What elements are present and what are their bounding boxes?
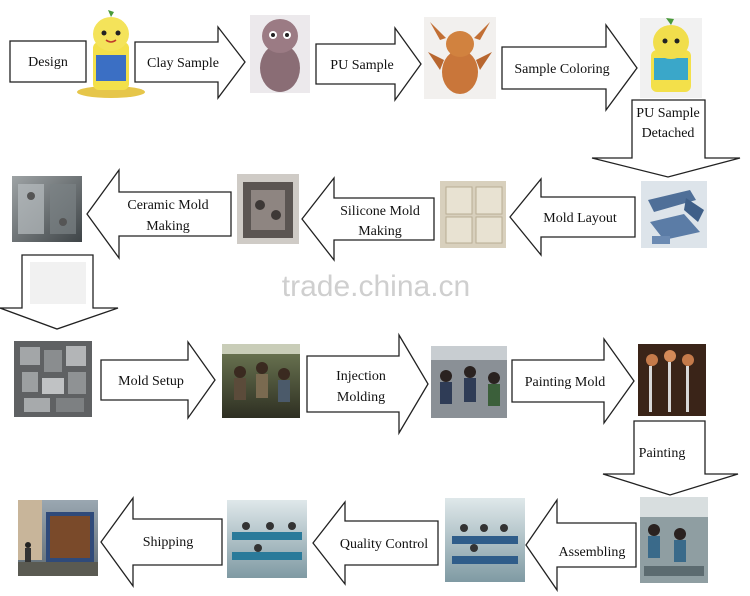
mold-layout-photo [440,181,506,248]
step-mold-layout: Mold Layout [509,177,636,257]
factory-floor-photo [227,500,307,578]
step-sample-coloring-label: Sample Coloring [514,62,609,77]
step-pu-sample-detached-line1: PU Sample [636,106,699,121]
assembly-line-photo [640,497,708,583]
clay-figure-photo [250,15,310,93]
mold-parts-photo [641,181,707,248]
injection-workshop-photo [431,346,507,418]
step-ceramic-mold-making: Ceramic Mold Making [86,168,232,260]
step-silicone-mold-making-line2: Making [358,224,402,239]
step-design: Design [9,40,87,83]
watermark-text: trade.china.cn [282,270,470,303]
step-mold-setup: Mold Setup [100,339,216,421]
pu-dragon-photo [424,17,496,99]
step-clay-sample: Clay Sample [134,25,246,100]
painting-mold-photo [638,344,706,416]
step-pu-sample-label: PU Sample [330,58,393,73]
step-mold-layout-label: Mold Layout [543,211,617,226]
step-painting-mold: Painting Mold [511,336,635,426]
shipping-container-photo [18,500,98,576]
ceramic-mold-photo [12,176,82,242]
step-assembling-label: Assembling [559,545,626,560]
yellow-mascot-photo [77,10,145,98]
colored-mascot-photo [640,18,702,98]
step-ceramic-mold-making-line2: Making [146,219,190,234]
step-design-label: Design [28,55,68,70]
step-pu-sample-detached: PU Sample Detached [591,99,741,178]
quality-control-photo [445,498,525,582]
step-pu-sample: PU Sample [315,25,422,103]
step-quality-control: Quality Control [312,500,439,586]
step-silicone-mold-making: Silicone Mold Making [301,176,435,262]
step-painting-label: Painting [639,446,686,461]
step-clay-sample-label: Clay Sample [147,56,219,71]
step-silicone-mold-making-line1: Silicone Mold [340,204,420,219]
step-injection-molding-line2: Molding [337,390,385,405]
step-painting-mold-label: Painting Mold [525,375,606,390]
step-assembling: Assembling [525,497,637,593]
molding-workers-photo [222,344,300,418]
step-mold-setup-label: Mold Setup [118,374,184,389]
step-sample-coloring: Sample Coloring [501,22,638,112]
step-painting: Painting [602,420,739,496]
step-injection-molding: Injection Molding [306,332,429,436]
down-arrow-to-mold-setup [0,254,119,330]
step-shipping: Shipping [100,496,223,588]
silicone-mold-photo [237,174,299,244]
step-injection-molding-line1: Injection [336,369,386,384]
step-ceramic-mold-making-line1: Ceramic Mold [127,198,208,213]
step-shipping-label: Shipping [143,535,194,550]
step-quality-control-label: Quality Control [340,537,428,552]
mold-setup-photo [14,341,92,417]
step-pu-sample-detached-line2: Detached [642,126,695,141]
